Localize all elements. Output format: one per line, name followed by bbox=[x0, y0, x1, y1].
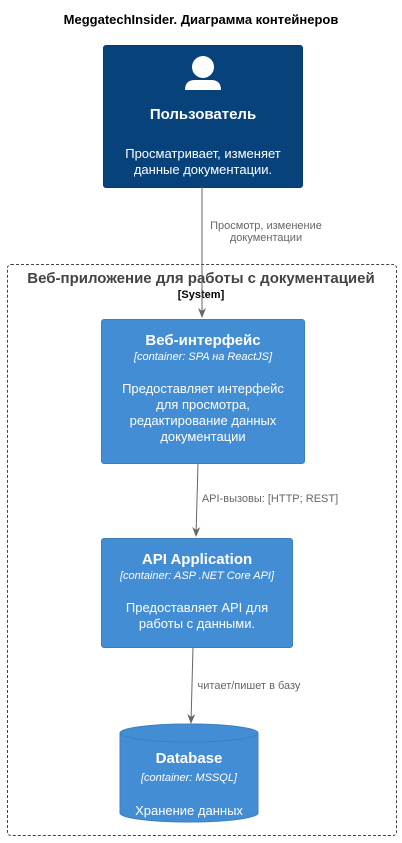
rel-api-db-label: читает/пишет в базу bbox=[197, 680, 301, 692]
rel-user-web-label: Просмотр, изменение документации bbox=[196, 220, 336, 244]
api-desc-line: Предоставляет API для bbox=[125, 600, 269, 615]
container-api[interactable]: API Application [container: ASP .NET Cor… bbox=[101, 538, 293, 648]
person-description: Просматривает, изменяет данные документа… bbox=[104, 146, 302, 178]
arrow-web-to-api bbox=[192, 462, 201, 537]
person-desc-line: данные документации. bbox=[133, 162, 273, 177]
rel-web-api-label: API-вызовы: [HTTP; REST] bbox=[201, 493, 339, 505]
person-name: Пользователь bbox=[149, 106, 257, 123]
webui-desc-line: документации bbox=[160, 429, 246, 444]
database-type: [container: MSSQL] bbox=[141, 772, 237, 784]
webui-description: Предоставляет интерфейс для просмотра, р… bbox=[102, 381, 304, 445]
webui-desc-line: редактирование данных bbox=[129, 413, 277, 428]
webui-desc-line: Предоставляет интерфейс bbox=[122, 381, 284, 396]
person-icon bbox=[185, 56, 221, 90]
database-description: Хранение данных bbox=[135, 803, 243, 818]
diagram-title: MeggatechInsider. Диаграмма контейнеров bbox=[63, 12, 339, 27]
boundary-type: [System] bbox=[177, 289, 225, 301]
database-name: Database bbox=[155, 750, 223, 767]
api-description: Предоставляет API для работы с данными. bbox=[102, 600, 292, 632]
rel-label-line: документации bbox=[229, 232, 303, 244]
api-type: [container: ASP .NET Core API] bbox=[119, 570, 275, 582]
container-web-ui[interactable]: Веб-интерфейс [container: SPA на ReactJS… bbox=[101, 319, 305, 464]
webui-desc-line: для просмотра, bbox=[156, 397, 250, 412]
database-cylinder[interactable] bbox=[119, 723, 259, 823]
webui-name: Веб-интерфейс bbox=[145, 332, 261, 349]
arrow-api-to-db bbox=[187, 646, 196, 724]
webui-type: [container: SPA на ReactJS] bbox=[133, 351, 273, 363]
rel-label-line: Просмотр, изменение bbox=[210, 220, 322, 232]
person-user[interactable]: Пользователь Просматривает, изменяет дан… bbox=[103, 45, 303, 188]
api-name: API Application bbox=[141, 551, 253, 568]
person-desc-line: Просматривает, изменяет bbox=[125, 146, 281, 161]
boundary-title: Веб-приложение для работы с документацие… bbox=[27, 270, 375, 287]
api-desc-line: работы с данными. bbox=[138, 616, 256, 631]
